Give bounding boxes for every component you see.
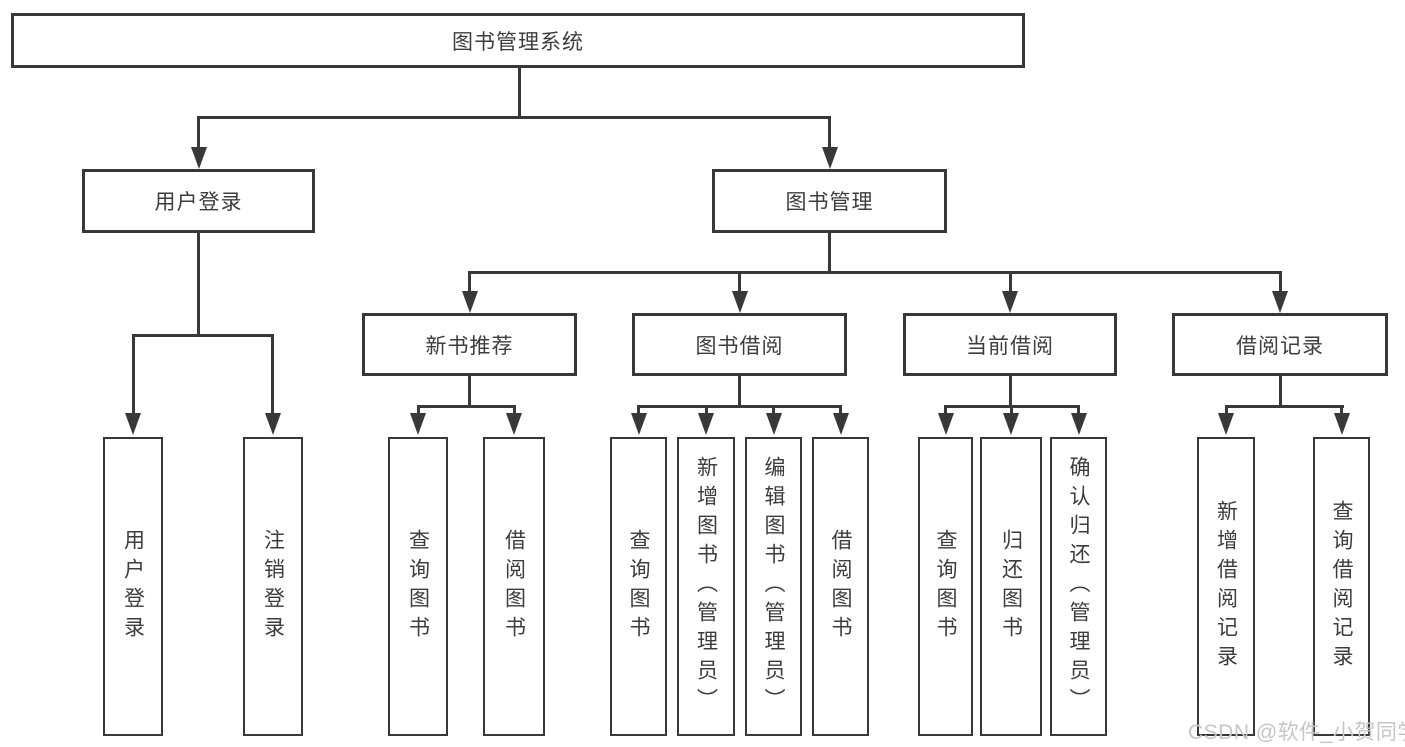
leaf-add-borrow-record: 新增借阅记录 bbox=[1197, 437, 1255, 736]
connector-vline bbox=[1340, 405, 1343, 415]
leaf-recommend-borrow-books: 借阅图书 bbox=[483, 437, 545, 736]
leaf-add-book-admin: 新增图书（管理员） bbox=[677, 437, 735, 736]
arrowhead-down-icon bbox=[125, 413, 141, 435]
arrowhead-down-icon bbox=[1218, 413, 1234, 435]
connector-vline bbox=[517, 68, 521, 118]
arrowhead-down-icon bbox=[410, 413, 426, 435]
leaf-confirm-return-admin: 确认归还（管理员） bbox=[1050, 437, 1107, 736]
connector-vline bbox=[1077, 405, 1080, 415]
arrowhead-down-icon bbox=[1070, 413, 1087, 435]
connector-vline bbox=[1224, 405, 1228, 415]
arrowhead-down-icon bbox=[461, 291, 478, 313]
node-book-borrowing: 图书借阅 bbox=[632, 313, 847, 376]
connector-vline bbox=[704, 405, 708, 415]
connector-vline bbox=[1278, 271, 1282, 295]
leaf-current-query-books: 查询图书 bbox=[918, 437, 973, 736]
node-user-login: 用户登录 bbox=[82, 169, 315, 233]
connector-vline bbox=[637, 405, 640, 415]
arrowhead-down-icon bbox=[821, 147, 838, 169]
node-book-management: 图书管理 bbox=[712, 169, 947, 233]
leaf-borrowing-borrow-books: 借阅图书 bbox=[812, 437, 869, 736]
node-borrowing-records: 借阅记录 bbox=[1172, 313, 1388, 376]
connector-vline bbox=[197, 233, 200, 336]
leaf-user-login: 用户登录 bbox=[103, 437, 163, 736]
connector-hline bbox=[416, 405, 516, 408]
leaf-query-borrow-record: 查询借阅记录 bbox=[1313, 437, 1370, 736]
arrowhead-down-icon bbox=[264, 413, 281, 435]
arrowhead-down-icon bbox=[190, 147, 207, 169]
connector-vline bbox=[738, 376, 741, 408]
connector-vline bbox=[944, 405, 947, 415]
connector-vline bbox=[197, 116, 200, 149]
arrowhead-down-icon bbox=[1333, 413, 1350, 435]
watermark: CSDN @软件_小贺同学 bbox=[1188, 721, 1405, 744]
connector-hline bbox=[1224, 405, 1344, 408]
connector-vline bbox=[131, 334, 135, 414]
connector-vline bbox=[416, 405, 420, 415]
leaf-borrowing-query-books: 查询图书 bbox=[610, 437, 667, 736]
node-current-borrowing: 当前借阅 bbox=[903, 313, 1117, 376]
connector-vline bbox=[738, 271, 741, 295]
connector-hline bbox=[468, 271, 1282, 274]
connector-vline bbox=[271, 334, 274, 414]
connector-hline bbox=[131, 334, 274, 337]
leaf-edit-book-admin: 编辑图书（管理员） bbox=[745, 437, 802, 736]
arrowhead-down-icon bbox=[630, 413, 647, 435]
arrowhead-down-icon bbox=[1003, 413, 1019, 435]
arrowhead-down-icon bbox=[832, 413, 849, 435]
leaf-logout: 注销登录 bbox=[243, 437, 303, 736]
connector-vline bbox=[1008, 271, 1012, 295]
connector-vline bbox=[1009, 405, 1013, 415]
arrowhead-down-icon bbox=[506, 413, 522, 435]
connector-vline bbox=[772, 405, 775, 415]
arrowhead-down-icon bbox=[1272, 291, 1288, 313]
connector-vline bbox=[839, 405, 842, 415]
node-library-management-system: 图书管理系统 bbox=[11, 13, 1025, 68]
connector-vline bbox=[828, 116, 831, 149]
arrowhead-down-icon bbox=[698, 413, 714, 435]
connector-vline bbox=[468, 376, 471, 408]
arrowhead-down-icon bbox=[1002, 291, 1018, 313]
arrowhead-down-icon bbox=[731, 291, 748, 313]
arrowhead-down-icon bbox=[765, 413, 782, 435]
connector-vline bbox=[512, 405, 516, 415]
connector-hline bbox=[197, 116, 831, 119]
leaf-return-books: 归还图书 bbox=[980, 437, 1042, 736]
connector-vline bbox=[468, 271, 471, 295]
connector-vline bbox=[828, 233, 831, 274]
connector-vline bbox=[1278, 376, 1282, 408]
node-new-book-recommendation: 新书推荐 bbox=[362, 313, 577, 376]
connector-hline bbox=[637, 405, 842, 408]
leaf-recommend-query-books: 查询图书 bbox=[388, 437, 448, 736]
arrowhead-down-icon bbox=[937, 413, 954, 435]
connector-vline bbox=[1008, 376, 1012, 408]
